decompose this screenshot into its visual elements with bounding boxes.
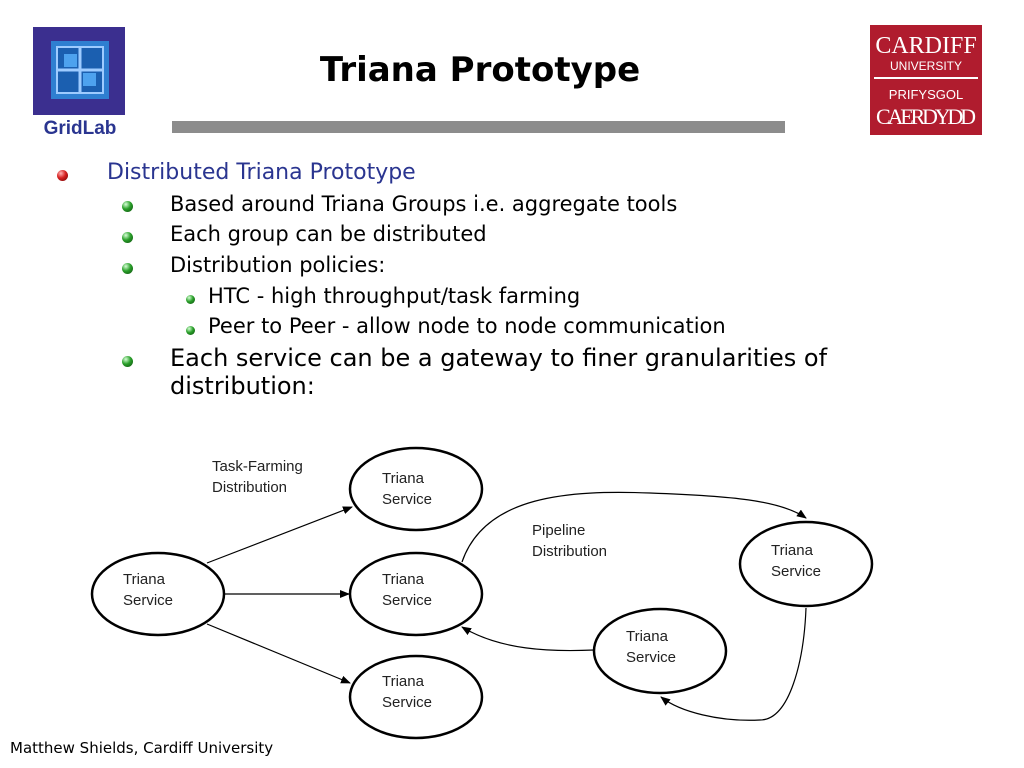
bullet-sub3a-text: HTC - high throughput/task farming xyxy=(208,284,581,308)
gridlab-logo-text: GridLab xyxy=(44,118,117,137)
bullet-sub4-text-line1: Each service can be a gateway to finer g… xyxy=(170,344,828,372)
arrow-source-to-bottom xyxy=(206,623,351,684)
bullet-sub2-text: Each group can be distributed xyxy=(170,222,487,246)
bullet-sub2-icon xyxy=(122,232,133,243)
node-pipe-lower-label-2: Service xyxy=(626,649,676,666)
task-farming-label-1: Task-Farming xyxy=(212,458,303,475)
pipeline-label-2: Distribution xyxy=(532,543,607,560)
bullet-sub4-text-line2: distribution: xyxy=(170,372,315,400)
cardiff-logo-line1: CARDIFF xyxy=(875,33,976,59)
node-farm-middle-label-2: Service xyxy=(382,592,432,609)
node-source-label-2: Service xyxy=(123,592,173,609)
node-farm-middle-label-1: Triana xyxy=(382,571,425,588)
node-farm-bottom-label-2: Service xyxy=(382,694,432,711)
slide-title: Triana Prototype xyxy=(319,50,641,90)
node-source xyxy=(90,551,226,637)
node-farm-top-label-2: Service xyxy=(382,491,432,508)
bullet-sub1-icon xyxy=(122,201,133,212)
arrow-right-to-lower xyxy=(660,607,807,721)
arrow-middle-to-right xyxy=(461,491,807,563)
node-pipe-right-label-2: Service xyxy=(771,563,821,580)
title-rule xyxy=(172,121,785,133)
node-farm-middle xyxy=(348,551,484,637)
bullet-sub3-icon xyxy=(122,263,133,274)
bullet-sub3b-text: Peer to Peer - allow node to node commun… xyxy=(208,314,726,338)
node-source-label-1: Triana xyxy=(123,571,166,588)
node-farm-bottom-label-1: Triana xyxy=(382,673,425,690)
slide-footer: Matthew Shields, Cardiff University xyxy=(10,739,274,757)
gridlab-logo: GridLab xyxy=(33,27,125,137)
pipeline-label-1: Pipeline xyxy=(532,522,585,539)
node-pipe-right xyxy=(738,520,874,608)
cardiff-university-logo: CARDIFF UNIVERSITY PRIFYSGOL CAERDYDD xyxy=(870,25,982,135)
arrow-lower-to-middle xyxy=(461,626,595,652)
bullet-main-text: Distributed Triana Prototype xyxy=(107,160,416,185)
node-farm-top xyxy=(348,446,484,532)
bullet-sub4-icon xyxy=(122,356,133,367)
bullet-sub3a-icon xyxy=(186,295,195,304)
bullet-main-icon xyxy=(57,170,68,181)
node-pipe-right-label-1: Triana xyxy=(771,542,814,559)
node-farm-top-label-1: Triana xyxy=(382,470,425,487)
bullet-sub3b-icon xyxy=(186,326,195,335)
node-farm-bottom xyxy=(348,654,484,740)
node-pipe-lower xyxy=(592,607,728,695)
task-farming-label-2: Distribution xyxy=(212,479,287,496)
bullet-sub1-text: Based around Triana Groups i.e. aggregat… xyxy=(170,192,678,216)
node-pipe-lower-label-1: Triana xyxy=(626,628,669,645)
cardiff-logo-line4: CAERDYDD xyxy=(876,104,976,129)
arrow-source-to-top xyxy=(206,506,353,564)
cardiff-logo-line2: UNIVERSITY xyxy=(890,59,962,73)
bullet-sub3-text: Distribution policies: xyxy=(170,253,386,277)
cardiff-logo-line3: PRIFYSGOL xyxy=(889,87,963,102)
